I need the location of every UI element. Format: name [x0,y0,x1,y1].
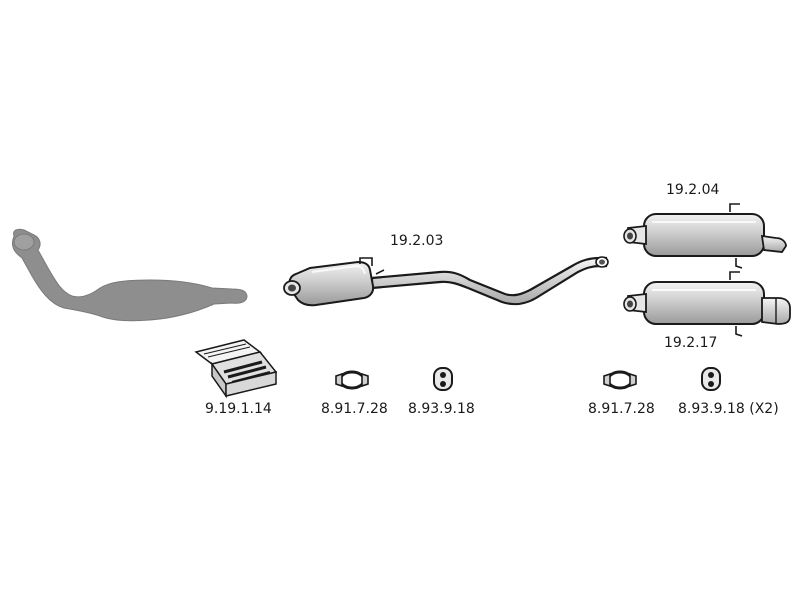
label-hanger-rear: 8.93.9.18 (X2) [678,401,779,417]
label-hanger-center: 8.93.9.18 [408,401,475,417]
label-clamp-center: 8.91.7.28 [321,401,388,417]
label-rear-muffler-upper: 19.2.04 [666,182,720,198]
label-mounting-kit: 9.19.1.14 [205,401,272,417]
catalytic-converter [11,228,248,322]
clamp-center[interactable] [335,370,369,390]
rear-muffler-upper[interactable] [623,203,787,269]
clamp-rear[interactable] [603,370,637,390]
hanger-rear[interactable] [701,367,721,391]
hanger-center[interactable] [433,367,453,391]
label-center-muffler: 19.2.03 [390,233,443,249]
mounting-kit-box[interactable] [194,339,278,399]
label-clamp-rear: 8.91.7.28 [588,401,655,417]
center-muffler[interactable] [283,256,609,307]
rear-muffler-lower[interactable] [623,271,791,337]
label-rear-muffler-lower: 19.2.17 [664,335,717,351]
